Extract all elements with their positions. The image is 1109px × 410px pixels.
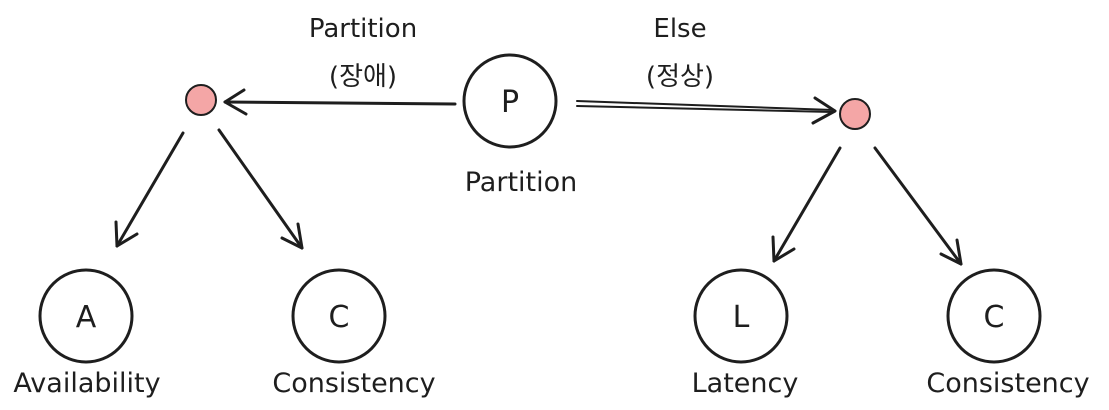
edge-else	[576, 96, 837, 125]
edge-partition-sublabel: (장애)	[329, 62, 397, 92]
edge-right-to-c-line	[873, 146, 963, 266]
branch-dot-left	[185, 84, 217, 116]
node-c-right-letter: C	[984, 300, 1005, 335]
edge-partition-arrowhead	[223, 88, 248, 116]
edge-right-to-l-arrowhead	[771, 235, 796, 263]
node-a-letter: A	[76, 300, 97, 335]
node-c-left-circle	[291, 268, 387, 364]
node-c-right: C Consistency	[926, 268, 1090, 399]
node-p-caption: Partition	[465, 167, 578, 198]
node-p-circle	[462, 53, 558, 149]
edge-partition-line	[223, 100, 457, 106]
node-a: A Availability	[13, 268, 161, 399]
node-a-caption: Availability	[13, 368, 160, 399]
edge-partition-label: Partition	[309, 14, 417, 44]
edge-left-to-a	[114, 131, 185, 248]
node-l-letter: L	[733, 300, 750, 335]
edge-else-sublabel: (정상)	[646, 62, 714, 92]
node-l-circle	[693, 268, 789, 364]
edge-else-arrowhead	[811, 96, 837, 125]
node-l-caption: Latency	[692, 368, 799, 399]
node-l: L Latency	[692, 268, 799, 399]
node-p: P Partition	[462, 53, 578, 198]
edge-right-to-c-arrowhead	[939, 238, 963, 266]
edge-else-line-top	[576, 100, 834, 111]
node-c-left: C Consistency	[272, 268, 436, 399]
edge-else-label: Else	[653, 14, 706, 44]
node-c-left-letter: C	[329, 300, 350, 335]
edge-else-line-bottom	[576, 105, 834, 113]
node-a-circle	[38, 268, 134, 364]
node-p-letter: P	[501, 85, 519, 120]
edge-left-to-c	[217, 128, 304, 250]
edge-left-to-a-line	[115, 131, 185, 248]
edge-right-to-l	[771, 146, 842, 263]
edge-left-to-c-arrowhead	[280, 222, 304, 250]
branch-dot-right	[839, 98, 871, 130]
node-c-left-caption: Consistency	[272, 368, 435, 399]
edge-left-to-a-arrowhead	[114, 220, 139, 248]
edge-right-to-l-line	[772, 146, 842, 263]
edge-right-to-c	[873, 146, 963, 266]
edge-left-to-c-line	[217, 128, 304, 250]
node-c-right-caption: Consistency	[926, 368, 1089, 399]
edge-partition	[223, 88, 457, 116]
node-c-right-circle	[946, 268, 1042, 364]
